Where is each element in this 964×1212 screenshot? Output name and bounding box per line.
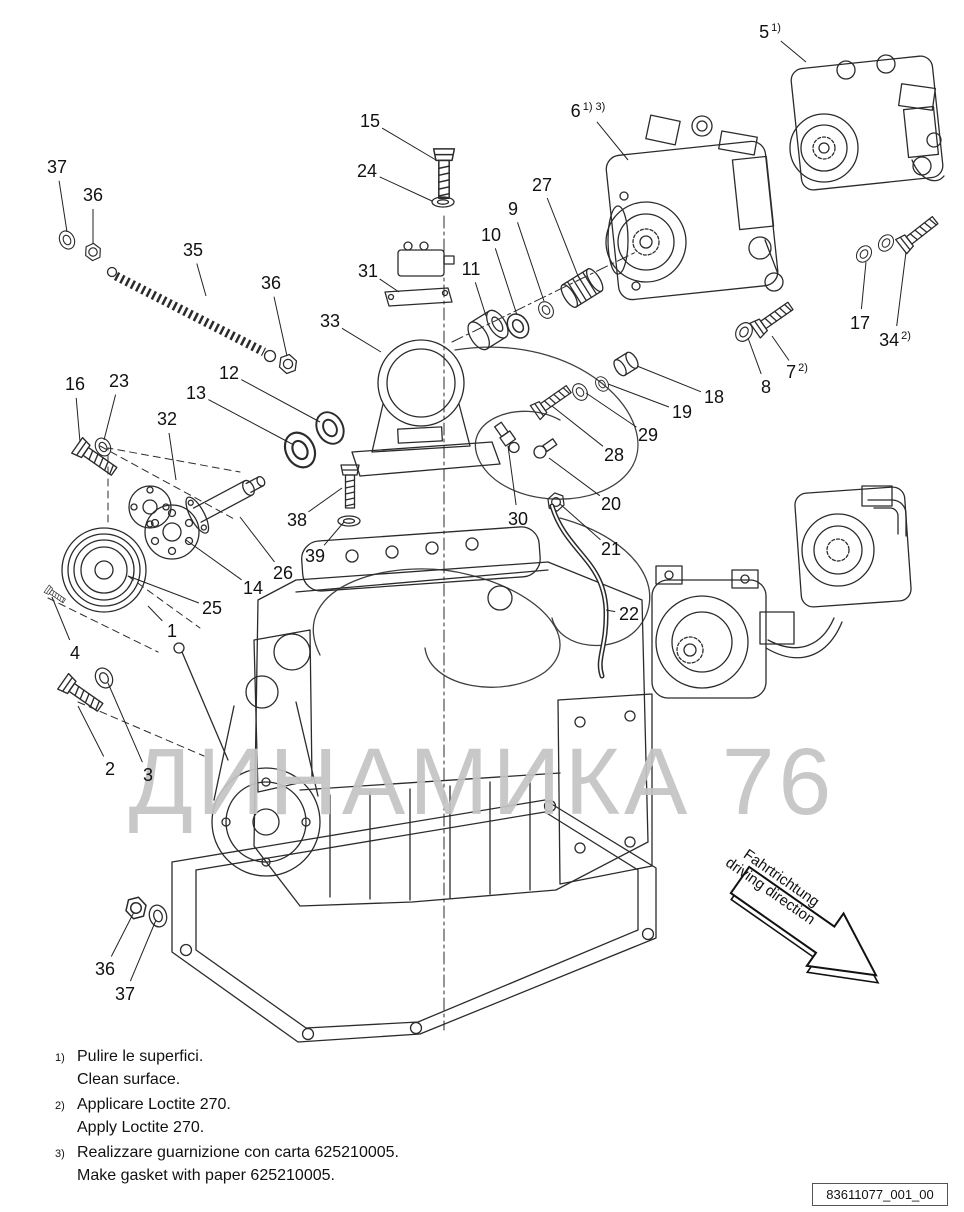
footnotes: 1) Pulire le superfici. Clean surface. 2)… xyxy=(55,1046,399,1190)
bearing-housing-33 xyxy=(351,339,501,477)
engine-illustration xyxy=(173,526,653,907)
footnote-2-english: Apply Loctite 270. xyxy=(77,1119,205,1136)
footnote-2-marker: 2) xyxy=(55,1100,65,1112)
hydraulic-pump-6 xyxy=(605,114,784,301)
document-id: 83611077_001_00 xyxy=(812,1183,948,1206)
footnote-1-italian: Pulire le superfici. xyxy=(77,1048,204,1065)
footnote-2: 2) Applicare Loctite 270. Apply Loctite 2… xyxy=(55,1094,399,1139)
watermark: ДИНАМИКА 76 xyxy=(128,729,836,835)
driving-direction-arrow: Fahrtrichtung driving direction xyxy=(722,846,880,984)
footnote-1-english: Clean surface. xyxy=(77,1071,181,1088)
axis-lines xyxy=(47,215,637,1031)
flourish-marks xyxy=(312,346,651,688)
footnote-1-marker: 1) xyxy=(55,1052,65,1064)
hydraulic-pump-5 xyxy=(789,54,945,191)
leader-lines xyxy=(51,40,907,982)
small-parts xyxy=(43,148,942,930)
footnote-1: 1) Pulire le superfici. Clean surface. xyxy=(55,1046,399,1091)
footnote-3-italian: Realizzare guarnizione con carta 6252100… xyxy=(77,1144,399,1161)
footnote-3-marker: 3) xyxy=(55,1148,65,1160)
base-frame-illustration xyxy=(171,799,657,1043)
footnote-2-italian: Applicare Loctite 270. xyxy=(77,1096,231,1113)
footnote-3-english: Make gasket with paper 625210005. xyxy=(77,1167,335,1184)
footnote-3: 3) Realizzare guarnizione con carta 62521… xyxy=(55,1142,399,1187)
rear-pump-illustration xyxy=(651,485,912,699)
